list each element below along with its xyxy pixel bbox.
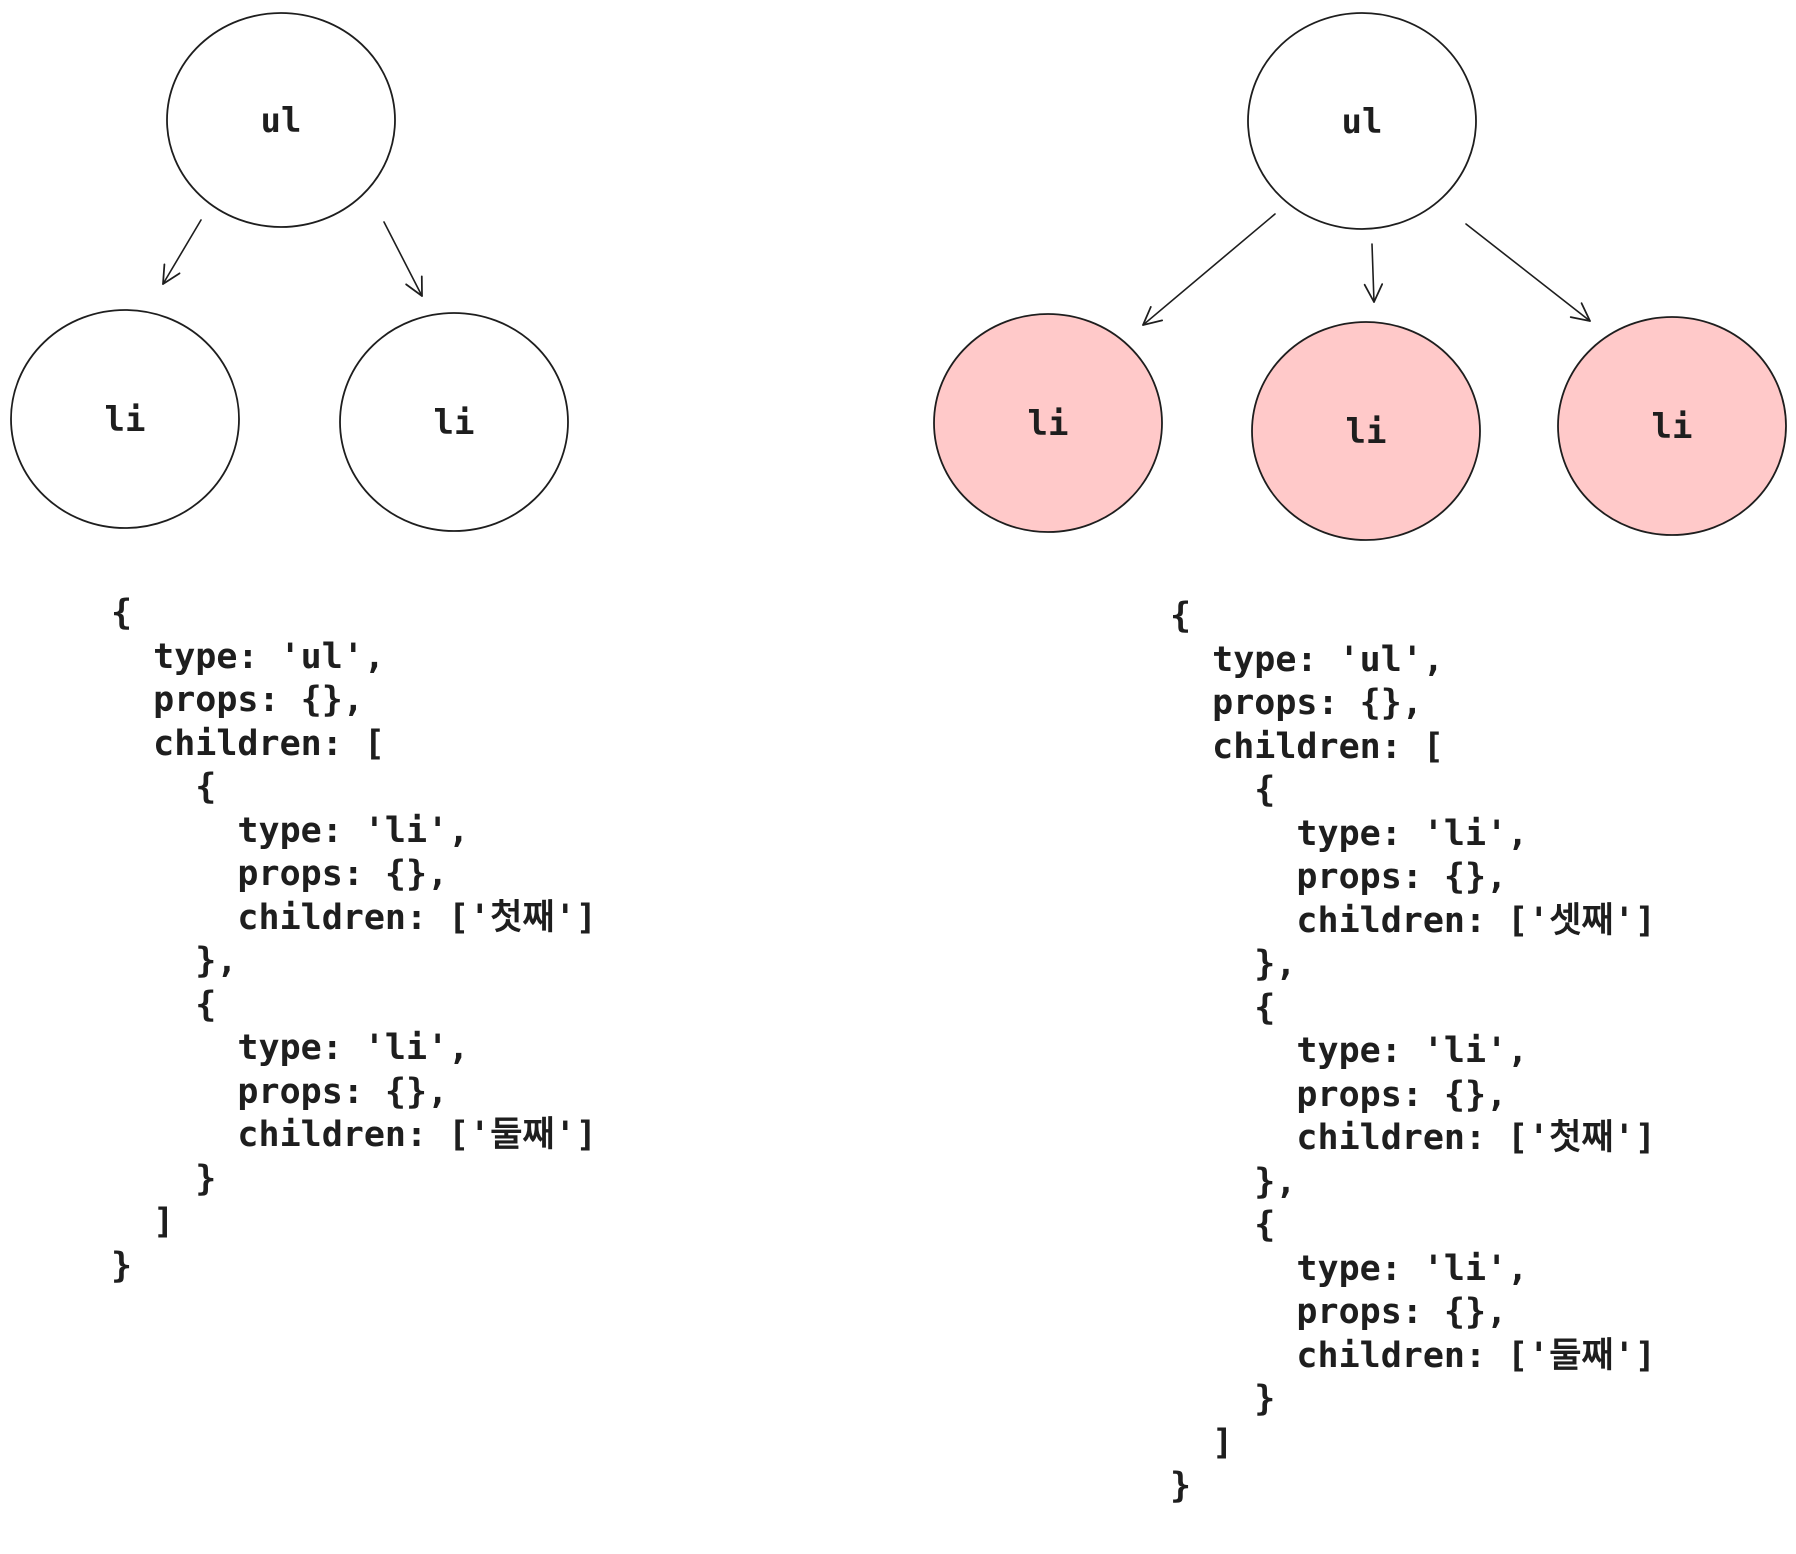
right-code-line: props: {}, [1170, 1292, 1508, 1332]
left-code-line: props: {}, [111, 680, 364, 720]
left-vdom-code: { type: 'ul', props: {}, children: [ { t… [111, 592, 597, 1288]
left-code-line: { [111, 984, 217, 1025]
left-child-node-1: li [10, 309, 240, 529]
left-code-line: children: ['둘째'] [111, 1115, 597, 1155]
right-code-line: { [1170, 987, 1276, 1028]
right-child-1-circle [933, 313, 1163, 533]
right-code-line: } [1170, 1466, 1192, 1506]
right-code-line: }, [1170, 944, 1297, 984]
right-root-node: ul [1247, 12, 1477, 230]
right-code-line: children: ['둘째'] [1170, 1335, 1656, 1376]
right-code-line: children: [ [1170, 726, 1444, 767]
left-child-1-circle [10, 309, 240, 529]
left-tree: ul li li [10, 12, 569, 532]
left-child-1-label: li [105, 400, 146, 440]
right-code-line: props: {}, [1170, 857, 1508, 897]
right-code-line: } [1170, 1379, 1276, 1419]
right-edge-3-arrow [1465, 223, 1591, 322]
left-child-2-label: li [434, 403, 475, 443]
right-root-circle [1247, 12, 1477, 230]
right-code-line: type: 'li', [1170, 813, 1529, 854]
right-child-3-circle [1557, 316, 1787, 536]
right-child-node-1: li [933, 313, 1163, 533]
left-code-line: props: {}, [111, 1071, 449, 1112]
left-root-circle [166, 12, 396, 228]
left-code-line: children: ['첫째'] [111, 897, 597, 938]
left-code-line: type: 'li', [111, 1028, 470, 1068]
left-edge-2-arrow [383, 221, 423, 297]
right-child-2-circle [1251, 321, 1481, 541]
right-edge-1-arrow [1142, 213, 1276, 326]
left-root-label: ul [261, 101, 302, 141]
left-code-line: ] [111, 1202, 175, 1242]
right-code-line: { [1170, 1205, 1276, 1245]
left-code-line: } [111, 1158, 217, 1199]
right-code-line: children: ['첫째'] [1170, 1118, 1656, 1158]
right-code-line: { [1170, 596, 1192, 636]
right-child-node-3: li [1557, 316, 1787, 536]
right-code-line: children: ['셋째'] [1170, 900, 1656, 941]
right-code-line: ] [1170, 1422, 1234, 1463]
left-root-node: ul [166, 12, 396, 228]
left-code-line: children: [ [111, 723, 385, 764]
right-child-node-2: li [1251, 321, 1481, 541]
left-code-line: type: 'ul', [111, 636, 385, 677]
right-vdom-code: { type: 'ul', props: {}, children: [ { t… [1170, 595, 1656, 1509]
left-code-line: } [111, 1245, 133, 1286]
right-child-3-label: li [1652, 407, 1693, 447]
right-code-line: }, [1170, 1161, 1297, 1202]
left-code-line: { [111, 593, 133, 633]
right-code-line: type: 'ul', [1170, 639, 1444, 680]
right-code-line: props: {}, [1170, 683, 1423, 723]
right-tree: ul li li li [933, 12, 1787, 541]
right-edge-2-arrow [1363, 243, 1384, 303]
left-code-line: type: 'li', [111, 810, 470, 851]
left-code-line: }, [111, 941, 238, 981]
right-child-1-label: li [1028, 404, 1069, 444]
right-code-line: props: {}, [1170, 1074, 1508, 1115]
left-child-2-circle [339, 312, 569, 532]
left-child-node-2: li [339, 312, 569, 532]
left-code-line: { [111, 767, 217, 807]
right-code-line: type: 'li', [1170, 1031, 1529, 1071]
right-root-label: ul [1342, 102, 1383, 142]
left-edge-1-arrow [162, 219, 202, 285]
left-code-line: props: {}, [111, 854, 449, 894]
right-child-2-label: li [1346, 412, 1387, 452]
right-code-line: { [1170, 770, 1276, 810]
right-code-line: type: 'li', [1170, 1248, 1529, 1289]
